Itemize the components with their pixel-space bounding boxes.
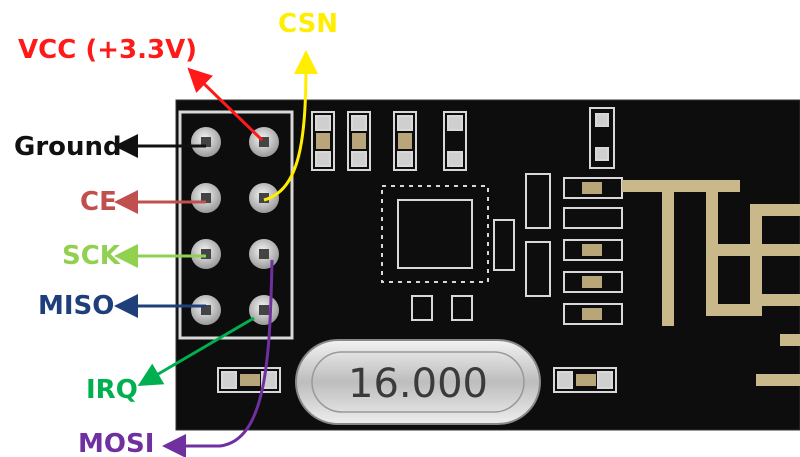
pin-arrows — [114, 50, 318, 457]
irq-label: IRQ — [86, 375, 138, 405]
crystal-frequency-label: 16.000 — [348, 361, 488, 407]
pin-header — [178, 110, 294, 340]
bottom-smd-components — [217, 367, 617, 393]
vcc-label: VCC (+3.3V) — [18, 35, 197, 65]
ground-label: Ground — [14, 132, 122, 162]
crystal-oscillator: 16.000 — [295, 339, 541, 425]
csn-label: CSN — [278, 9, 338, 39]
header-pins — [191, 127, 279, 325]
pin-labels: VCC (+3.3V) CSN Ground CE SCK MISO IRQ M… — [14, 9, 338, 457]
top-smd-components — [311, 111, 467, 171]
csn-arrow — [263, 50, 318, 202]
mosi-arrow — [162, 259, 274, 457]
miso-label: MISO — [38, 291, 114, 321]
ce-label: CE — [80, 187, 117, 217]
rf-chip — [381, 185, 489, 283]
irq-arrow — [137, 316, 255, 387]
antenna-traces — [622, 180, 800, 386]
sck-label: SCK — [62, 241, 121, 271]
mosi-label: MOSI — [78, 429, 154, 457]
vcc-arrow — [187, 67, 264, 142]
